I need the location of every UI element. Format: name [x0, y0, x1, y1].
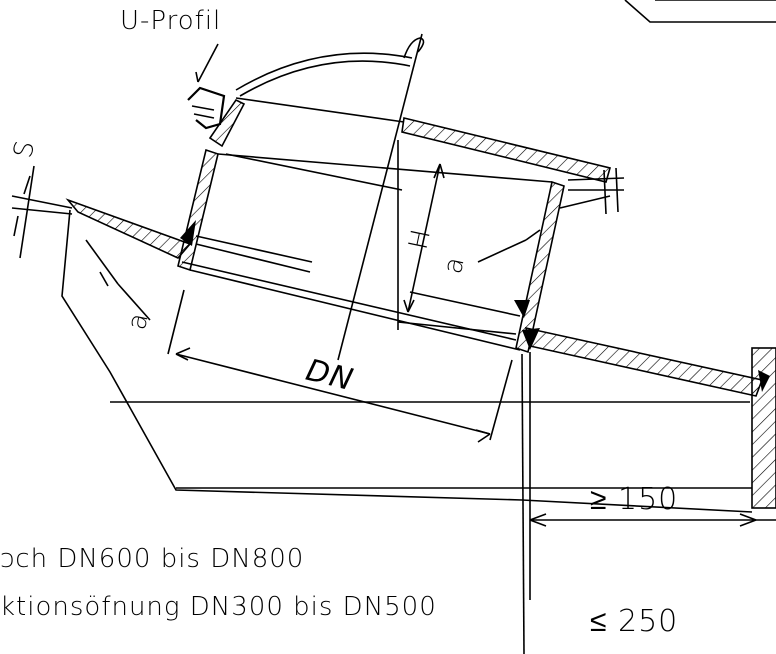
support-structure: [61, 209, 753, 654]
u-profil-label: U-Profil: [120, 6, 222, 36]
dimension-a-right: [477, 229, 541, 263]
min-dimension-label: ≥ 150: [590, 482, 679, 517]
u-profil-leader: [197, 43, 219, 83]
dome-cap: [235, 37, 425, 97]
dimension-bottom: [529, 513, 776, 527]
max-dimension-label: ≤ 250: [590, 604, 679, 639]
inclined-plate-left: [65, 198, 192, 259]
note-line-2: ktionsöfnung DN300 bis DN500: [0, 592, 437, 622]
u-profile-seal: [187, 71, 226, 130]
dimension-s: [11, 165, 73, 259]
nozzle-left-wall: [177, 148, 219, 272]
dimension-a-left: [85, 239, 151, 321]
centre-line: [337, 33, 423, 361]
dimension-h: [403, 163, 445, 313]
top-right-edge: [624, 0, 776, 23]
welds: [180, 220, 770, 392]
cover-plate: [208, 98, 611, 183]
dimension-dn: [167, 289, 513, 443]
note-line-1: ɔch DN600 bis DN800: [0, 544, 305, 574]
flange-bolt: [559, 167, 625, 215]
nozzle-outline: [181, 97, 553, 351]
nozzle-right-wall: [515, 180, 565, 354]
shell-wall: [751, 347, 776, 509]
inclined-plate-right: [524, 326, 764, 397]
